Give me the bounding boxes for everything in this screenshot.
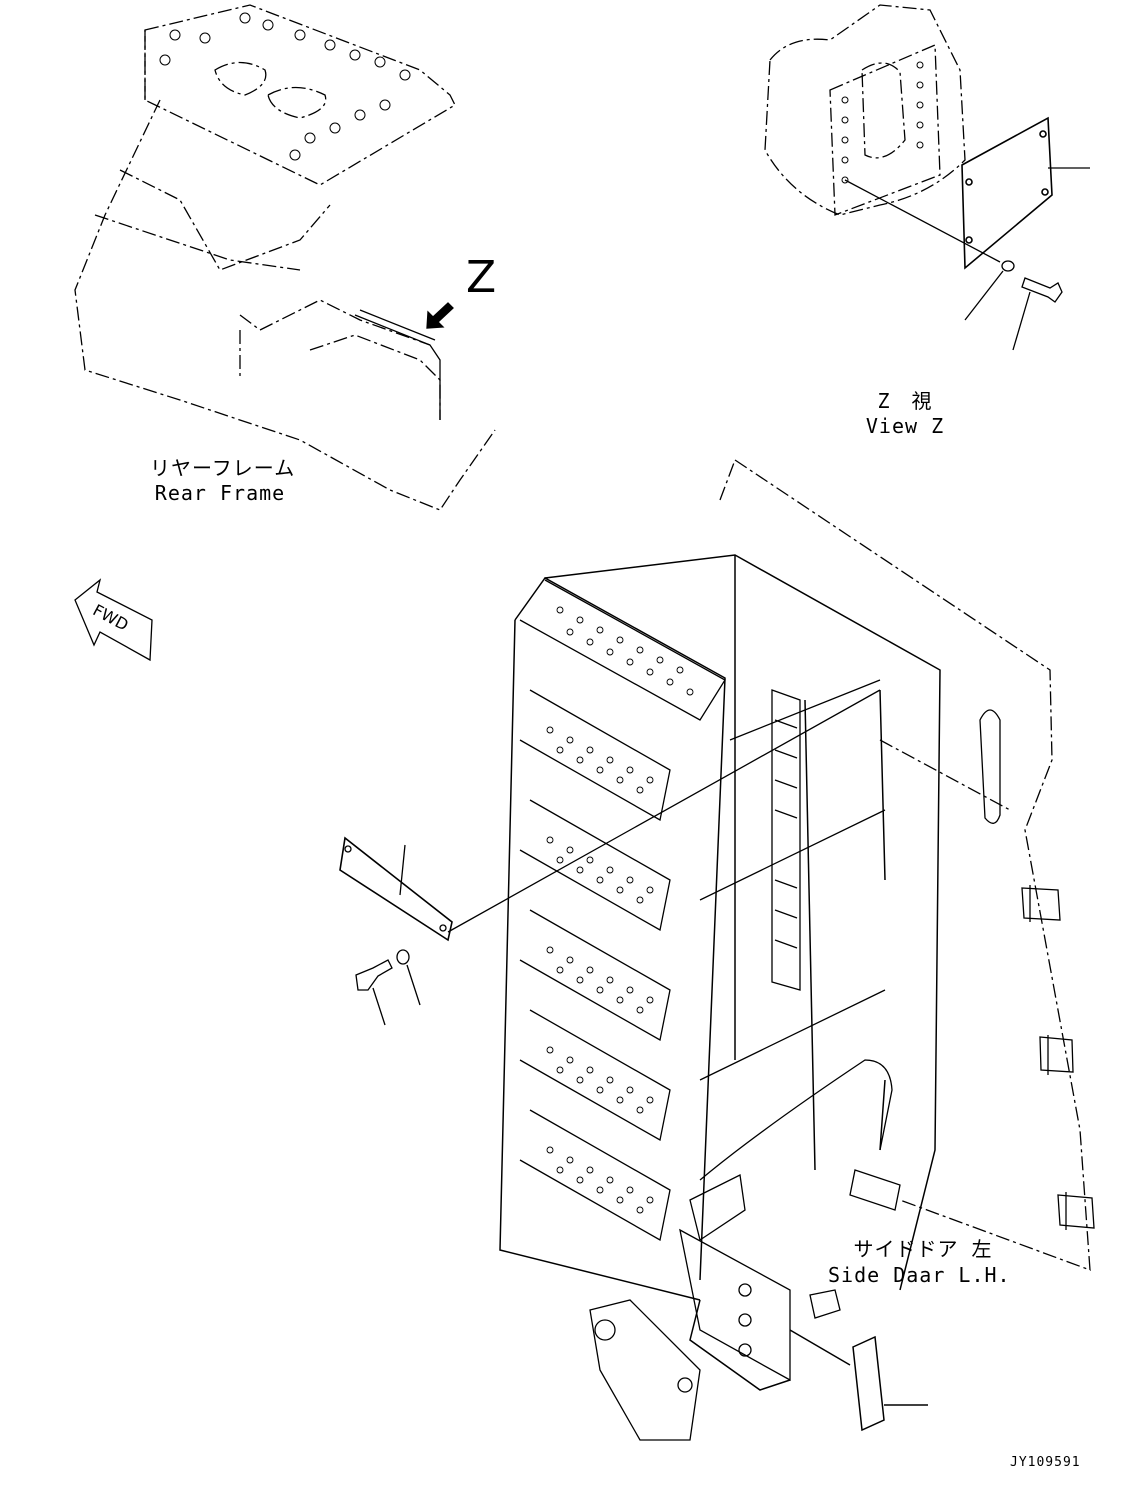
side-door-label-jp: サイドドア 左 [853, 1237, 993, 1261]
view-z-frame-holes [841, 61, 924, 184]
drawing-id: JY109591 [1010, 1455, 1081, 1470]
grille-strip [771, 689, 801, 991]
rear-frame-label-en: Rear Frame [154, 481, 286, 505]
view-z-label-jp: Z 視 [877, 389, 933, 413]
perforated-steps [519, 579, 726, 1242]
cover-plate [961, 116, 1053, 270]
latch-mechanism [589, 1169, 901, 1441]
view-z-label-en: View Z [865, 414, 945, 438]
rear-frame-plate [354, 309, 441, 420]
bracket-and-bolt [339, 689, 881, 1026]
view-z-frame-drawing [764, 4, 966, 216]
side-door-label-en: Side Daar L.H. [828, 1263, 1011, 1287]
rear-frame-holes [159, 12, 411, 161]
z-view-marker: Z [466, 252, 497, 303]
view-z-hardware [844, 167, 1090, 351]
side-door-panel [719, 459, 1091, 1271]
handrail [699, 679, 1001, 1181]
fwd-arrow [74, 578, 153, 662]
z-view-arrow [426, 302, 454, 329]
rear-frame-drawing [74, 4, 496, 511]
side-door-hinges [1021, 885, 1095, 1230]
ladder-frame [499, 554, 941, 1391]
door-handle [789, 1329, 928, 1432]
rear-frame-label-jp: リヤーフレーム [150, 456, 296, 480]
